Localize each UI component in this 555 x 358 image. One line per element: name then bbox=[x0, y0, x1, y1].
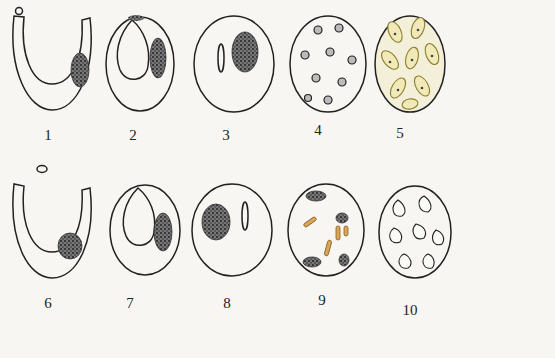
figure-number: 2 bbox=[129, 128, 137, 143]
cell-outline bbox=[110, 185, 180, 275]
nucleus bbox=[202, 204, 230, 240]
figure-number: 4 bbox=[314, 123, 322, 138]
vacuole bbox=[123, 188, 154, 245]
granule-clusters bbox=[303, 191, 349, 267]
nucleus bbox=[154, 213, 172, 251]
cell-outline bbox=[194, 16, 274, 112]
nucleus bbox=[71, 53, 89, 87]
cell-outline bbox=[106, 17, 174, 111]
rod-body bbox=[242, 202, 248, 230]
rod-body bbox=[218, 44, 224, 72]
rods bbox=[303, 216, 348, 256]
daughter-cells bbox=[390, 196, 444, 268]
figure-number: 3 bbox=[222, 128, 230, 143]
vacuole bbox=[117, 20, 148, 79]
figure-number: 8 bbox=[223, 296, 231, 311]
cell-outline bbox=[379, 186, 451, 278]
granule bbox=[128, 15, 144, 21]
daughter-cells bbox=[378, 16, 441, 111]
nucleus bbox=[232, 32, 258, 72]
cell-outline bbox=[375, 16, 445, 112]
small-body bbox=[37, 166, 47, 173]
figure-number: 5 bbox=[396, 126, 404, 141]
figure-number: 1 bbox=[44, 128, 52, 143]
small-body bbox=[16, 8, 23, 15]
figure-number: 6 bbox=[44, 296, 52, 311]
figure-number: 9 bbox=[318, 293, 326, 308]
cell-outline bbox=[192, 184, 272, 276]
nucleus bbox=[150, 38, 166, 78]
figure-number: 10 bbox=[403, 303, 418, 318]
crescent-cell bbox=[13, 16, 91, 110]
figure-number: 7 bbox=[126, 296, 134, 311]
crescent-cell bbox=[13, 184, 91, 278]
cell-outline bbox=[290, 16, 366, 112]
nucleus bbox=[58, 233, 82, 259]
spore-group bbox=[301, 24, 356, 104]
cell-outline bbox=[288, 184, 364, 276]
